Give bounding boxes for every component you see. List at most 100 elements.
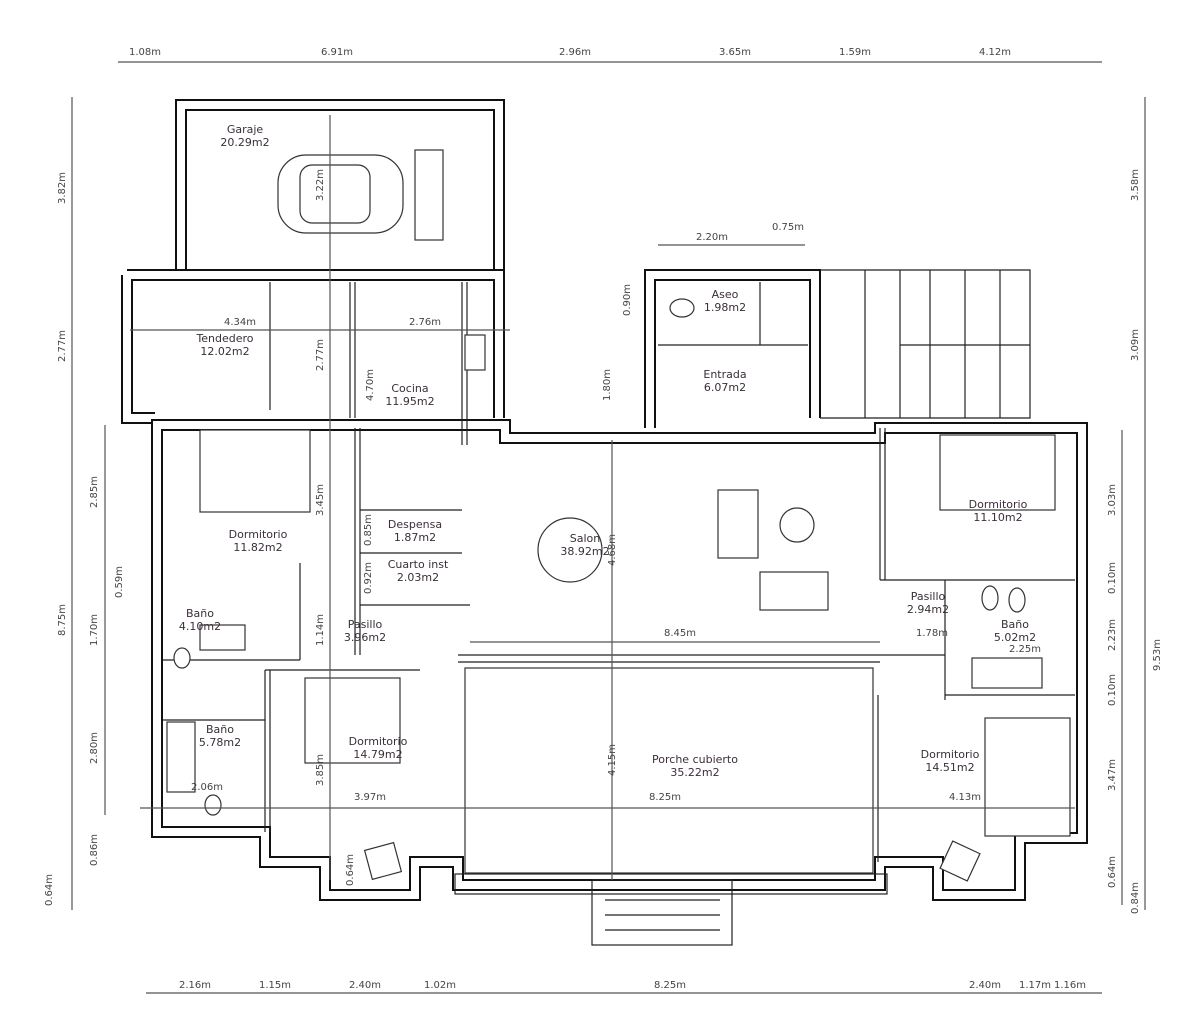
room-name: Dormitorio [969, 498, 1028, 511]
room-area: 20.29m2 [220, 136, 269, 149]
dimension-bottom: 1.17m [1019, 980, 1051, 991]
room-name: Pasillo [911, 590, 946, 603]
dimension-top: 4.12m [979, 47, 1011, 58]
walls [121, 99, 1088, 946]
dimension-interior: 1.80m [602, 369, 613, 401]
dimension-right: 3.58m [1130, 169, 1141, 201]
dimension-right-inner: 0.64m [1107, 856, 1118, 888]
dimension-left-inner: 2.80m [89, 732, 100, 764]
dimension-bottom: 2.16m [179, 980, 211, 991]
dimension-left: 8.75m [57, 604, 68, 636]
dimension-left: 2.77m [57, 330, 68, 362]
dimension-top: 6.91m [321, 47, 353, 58]
furniture [166, 149, 1071, 882]
room-area: 12.02m2 [200, 345, 249, 358]
room-area: 4.10m2 [179, 620, 221, 633]
dimension-interior: 0.92m [363, 562, 374, 594]
dimension-right: 0.84m [1130, 882, 1141, 914]
dimension-bottom: 1.02m [424, 980, 456, 991]
room-area: 1.98m2 [704, 301, 746, 314]
sink-icon [166, 334, 1043, 793]
bed-icon [199, 429, 1071, 837]
room-area: 35.22m2 [670, 766, 719, 779]
porch-slab [464, 667, 874, 874]
room-area: 14.79m2 [353, 748, 402, 761]
dimension-interior: 8.45m [664, 628, 696, 639]
dimension-bottom: 8.25m [654, 980, 686, 991]
room-name: Dormitorio [349, 735, 408, 748]
dimension-right-inner: 0.10m [1107, 674, 1118, 706]
room-name: Despensa [388, 518, 442, 531]
dimension-bottom: 1.15m [259, 980, 291, 991]
room-name: Aseo [712, 288, 739, 301]
armchair-icon [363, 840, 981, 882]
dimension-interior: 3.45m [315, 484, 326, 516]
room-area: 11.95m2 [385, 395, 434, 408]
dimension-interior: 0.64m [345, 854, 356, 886]
dining-table-icon [537, 517, 603, 583]
room-name: Cuarto inst [388, 558, 449, 571]
porch-steps [454, 873, 888, 946]
dimension-right-inner: 0.10m [1107, 562, 1118, 594]
dimension-interior: 1.14m [315, 614, 326, 646]
labels: Garaje20.29m2Tendedero12.02m2Cocina11.95… [44, 47, 1163, 991]
room-name: Garaje [227, 123, 264, 136]
room-area: 1.87m2 [394, 531, 436, 544]
room-area: 5.78m2 [199, 736, 241, 749]
room-area: 2.03m2 [397, 571, 439, 584]
dimension-left: 0.86m [89, 834, 100, 866]
room-area: 5.02m2 [994, 631, 1036, 644]
dimension-interior: 3.22m [315, 169, 326, 201]
dimension-interior: 3.85m [315, 754, 326, 786]
dimension-interior: 4.13m [949, 792, 981, 803]
dimension-right-inner: 3.03m [1107, 484, 1118, 516]
room-area: 11.82m2 [233, 541, 282, 554]
dimension-bottom: 2.40m [349, 980, 381, 991]
dimension-interior: 2.25m [1009, 644, 1041, 655]
dimension-right: 3.09m [1130, 329, 1141, 361]
dimension-interior: 4.34m [224, 317, 256, 328]
room-name: Entrada [703, 368, 746, 381]
room-area: 3.96m2 [344, 631, 386, 644]
room-name: Dormitorio [229, 528, 288, 541]
room-area: 11.10m2 [973, 511, 1022, 524]
dimension-interior: 0.85m [363, 514, 374, 546]
dimension-right-inner: 2.23m [1107, 619, 1118, 651]
dimension-left: 0.64m [44, 874, 55, 906]
room-name: Cocina [391, 382, 428, 395]
dimension-interior: 0.90m [622, 284, 633, 316]
dimension-bottom: 1.16m [1054, 980, 1086, 991]
dimension-interior: 4.68m [607, 534, 618, 566]
dimension-bottom: 2.40m [969, 980, 1001, 991]
dimension-interior: 2.06m [191, 782, 223, 793]
service-block-walls [121, 269, 505, 424]
dimension-top: 2.96m [559, 47, 591, 58]
room-area: 6.07m2 [704, 381, 746, 394]
room-name: Salon [570, 532, 601, 545]
room-area: 38.92m2 [560, 545, 609, 558]
dimension-right-inner: 3.47m [1107, 759, 1118, 791]
dimension-left-inner: 0.59m [114, 566, 125, 598]
dimension-top: 1.59m [839, 47, 871, 58]
room-name: Baño [206, 723, 234, 736]
dimension-interior: 3.97m [354, 792, 386, 803]
dimension-top: 1.08m [129, 47, 161, 58]
room-name: Dormitorio [921, 748, 980, 761]
terrace-stairs [820, 269, 1031, 419]
room-area: 2.94m2 [907, 603, 949, 616]
toilet-icon [173, 298, 1026, 816]
dimension-top: 3.65m [719, 47, 751, 58]
dimension-interior: 8.25m [649, 792, 681, 803]
room-area: 14.51m2 [925, 761, 974, 774]
sofa-icon [717, 489, 829, 611]
dimension-lines [71, 61, 1146, 994]
dimension-interior: 4.15m [607, 744, 618, 776]
dimension-left-inner: 2.85m [89, 476, 100, 508]
dimension-interior: 0.75m [772, 222, 804, 233]
dimension-left-inner: 1.70m [89, 614, 100, 646]
dimension-right: 9.53m [1152, 639, 1163, 671]
room-name: Baño [1001, 618, 1029, 631]
dimension-interior: 2.76m [409, 317, 441, 328]
room-name: Tendedero [195, 332, 253, 345]
